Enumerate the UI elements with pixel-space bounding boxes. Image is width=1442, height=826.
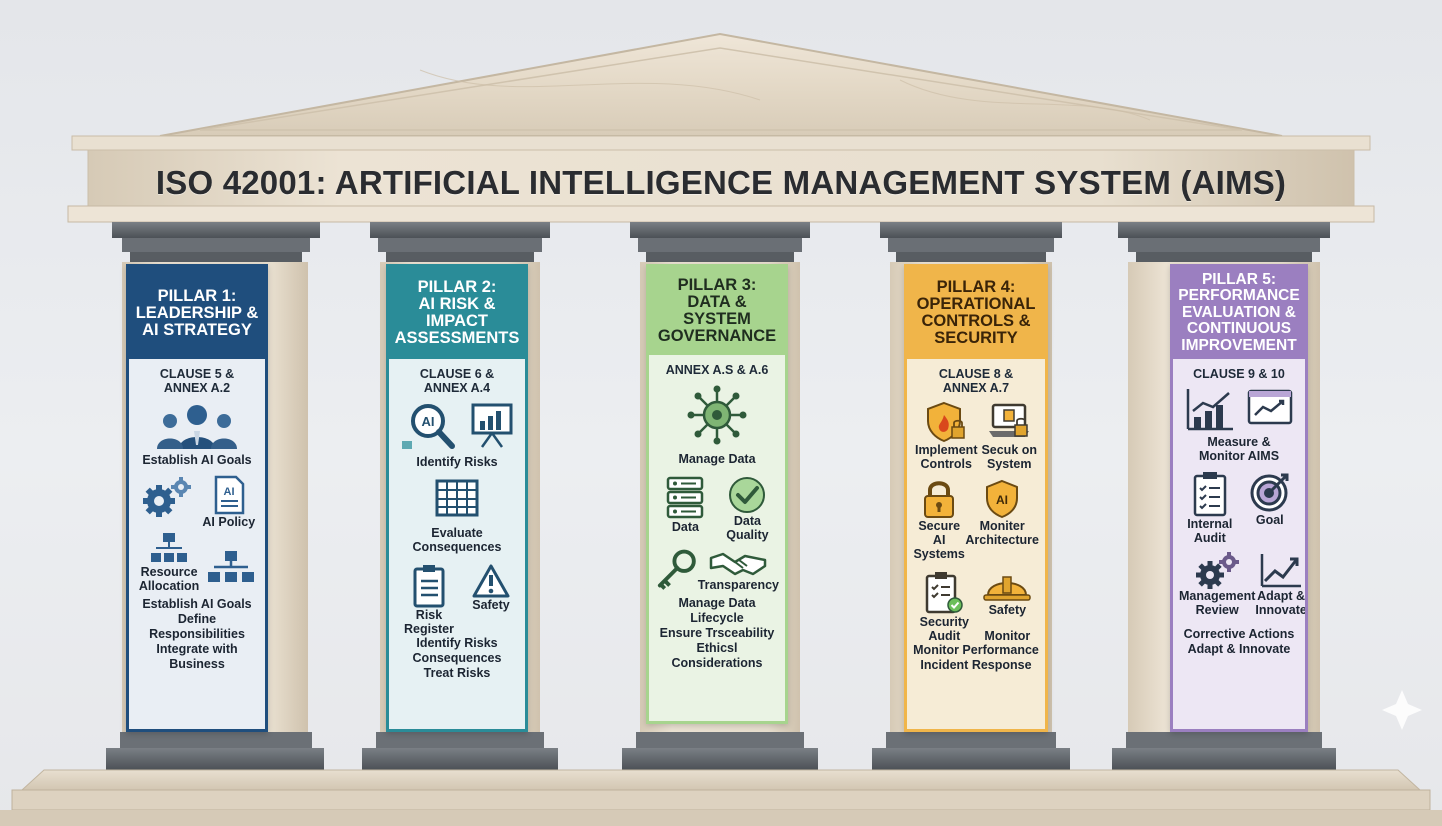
safety-label-4: Safety	[988, 603, 1027, 617]
hard-hat-icon	[983, 576, 1032, 601]
shield-fire-icon	[927, 401, 965, 443]
database-server-icon	[667, 476, 704, 519]
gears-icon	[142, 477, 191, 517]
pillar-3-clause: ANNEX A.S & A.6	[665, 363, 769, 377]
svg-text:AI: AI	[223, 486, 234, 498]
measure-monitor-label: Measure &Monitor AIMS	[1198, 435, 1280, 463]
audit-clipboard-icon	[1193, 472, 1227, 517]
pillar-1-panel: PILLAR 1: LEADERSHIP & AI STRATEGY CLAUS…	[126, 264, 268, 732]
network-hub-icon	[687, 385, 747, 445]
review-gears-icon	[1196, 552, 1240, 589]
warning-icon	[472, 564, 510, 598]
establish-goals-label: Establish AI Goals	[142, 453, 252, 467]
monitor-trend-icon	[1247, 389, 1293, 425]
monitor-label: Monitor	[984, 629, 1031, 643]
pillar-1-heading: PILLAR 1: LEADERSHIP & AI STRATEGY	[129, 267, 265, 359]
document-ai-icon: AI	[214, 475, 245, 515]
grid-table-icon	[435, 479, 479, 517]
capitals	[112, 222, 1330, 262]
svg-text:AI: AI	[422, 414, 435, 429]
manage-data-label: Manage Data	[678, 452, 756, 466]
svg-text:AI: AI	[996, 493, 1008, 507]
folder-tree-icon	[151, 533, 188, 562]
check-circle-icon	[729, 477, 766, 513]
target-icon	[1250, 473, 1289, 512]
pillar-2-clause: CLAUSE 6 &ANNEX A.4	[419, 367, 495, 395]
org-chart-icon	[208, 551, 255, 582]
stylobate	[20, 769, 1422, 791]
presentation-chart-icon	[471, 403, 513, 448]
adapt-innovate-label: Adapt &Innovate	[1255, 589, 1307, 617]
safety-label: Safety	[472, 598, 510, 612]
users-icon	[157, 405, 237, 449]
pillar-1-clause: CLAUSE 5 &ANNEX A.2	[159, 367, 235, 395]
ai-policy-label: AI Policy	[202, 515, 256, 529]
ai-magnifier-icon: AI	[402, 404, 455, 449]
pillar-5-clause: CLAUSE 9 & 10	[1193, 367, 1285, 381]
bases	[106, 732, 1336, 770]
data-label: Data	[671, 520, 699, 534]
checklist-icon	[926, 572, 964, 614]
bar-chart-growth-icon	[1186, 389, 1233, 431]
handshake-icon	[710, 552, 767, 576]
diagram-title: ISO 42001: ARTIFICIAL INTELLIGENCE MANAG…	[155, 164, 1287, 201]
transparency-label: Transparency	[697, 578, 779, 592]
shield-ai-icon: AI	[986, 479, 1019, 519]
growth-arrow-icon	[1260, 554, 1302, 588]
identify-risks-label: Identify Risks	[416, 455, 498, 469]
padlock-icon	[924, 481, 955, 518]
clipboard-icon	[413, 565, 445, 608]
pillar-4-clause: CLAUSE 8 &ANNEX A.7	[938, 367, 1014, 395]
pediment	[159, 32, 1283, 137]
sparkle-icon	[1382, 690, 1422, 730]
goal-label: Goal	[1255, 513, 1284, 527]
entablature	[87, 149, 1355, 209]
laptop-lock-icon	[989, 403, 1030, 437]
key-icon	[657, 549, 696, 590]
